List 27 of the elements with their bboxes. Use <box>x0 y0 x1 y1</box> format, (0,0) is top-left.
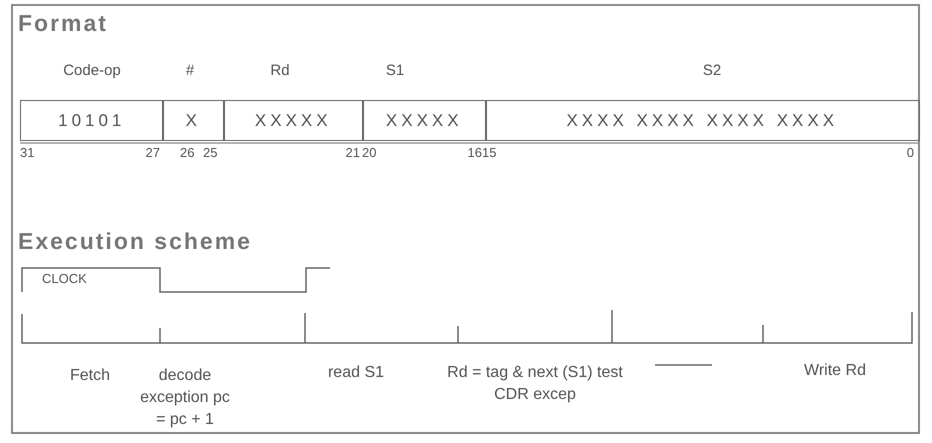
bit-number: 25 <box>203 145 218 160</box>
bit-field: XXXXX <box>362 100 486 141</box>
section-heading: Format <box>18 10 108 37</box>
bit-number: 15 <box>482 145 498 160</box>
phase-label: Write Rd <box>803 361 867 381</box>
bit-field: 10101 <box>20 100 164 141</box>
bit-number: 27 <box>144 145 160 160</box>
bit-number: 0 <box>906 145 914 160</box>
bit-field: XXXX XXXX XXXX XXXX <box>485 100 920 141</box>
bit-number: 26 <box>180 145 196 160</box>
bit-number: 21 <box>344 145 360 160</box>
field-name: Rd <box>269 62 291 79</box>
phase-label: Rd = tag & next (S1) test CDR excep <box>446 363 624 405</box>
field-name: S2 <box>702 62 722 79</box>
clock-label: CLOCK <box>42 271 87 286</box>
bit-number: 20 <box>362 145 378 160</box>
field-name: Code-op <box>62 62 122 79</box>
bit-field: XXXXX <box>223 100 364 141</box>
phase-label: read S1 <box>326 363 386 383</box>
section-heading: Execution scheme <box>18 228 252 255</box>
field-name: S1 <box>384 62 406 79</box>
bit-number: 16 <box>466 145 482 160</box>
phase-label: Fetch <box>68 366 111 386</box>
bit-number: 31 <box>20 145 36 160</box>
phase-label: decode exception pc = pc + 1 <box>139 366 231 430</box>
field-name: # <box>184 62 196 79</box>
bit-field: X <box>162 100 224 141</box>
